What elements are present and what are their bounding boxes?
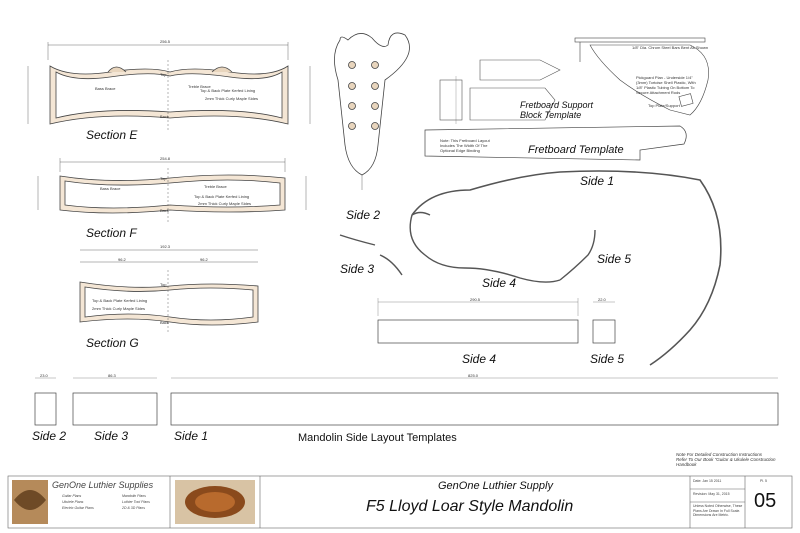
side-3-curve-label: Side 3 xyxy=(340,262,375,276)
side-curves-drawing xyxy=(339,170,722,366)
sheet-label: Pl. 5 xyxy=(760,479,768,483)
side-5-dim: 22.0 xyxy=(598,297,606,302)
pickguard-note-3: Top Plate/Support xyxy=(648,103,680,108)
section-g-width-dim: 192.3 xyxy=(160,244,171,249)
section-e-treble-brace: Treble Brace xyxy=(188,84,211,89)
side-2-curve-label: Side 2 xyxy=(346,208,381,222)
section-g-drawing xyxy=(79,249,259,332)
side-4-curve-label: Side 4 xyxy=(482,276,517,290)
side-1-rect-label: Side 1 xyxy=(174,429,209,443)
link-2d-3d-plans[interactable]: 2D & 3D Plans xyxy=(122,506,145,510)
side-3-dim: 86.3 xyxy=(108,373,116,378)
section-e-drawing xyxy=(27,42,311,130)
link-ukulele-plans[interactable]: Ukulele Plans xyxy=(62,500,84,504)
side-2-dim: 23.0 xyxy=(40,373,48,378)
section-e-bass-brace: Bass Brace xyxy=(95,86,116,91)
pickguard-drawing xyxy=(574,37,709,116)
section-f-width-dim: 254.8 xyxy=(160,156,171,161)
section-f-label: Section F xyxy=(86,226,137,240)
section-f-treble-brace: Treble Brace xyxy=(204,184,227,189)
section-g-label: Section G xyxy=(86,336,139,350)
pickguard-note-1: 1/8" Dia. Chrom Steel Bars Bent As Shown xyxy=(632,45,709,50)
brand-name: GenOne Luthier Supplies xyxy=(52,480,154,490)
fretboard-template-label: Fretboard Template xyxy=(528,144,624,156)
unit-note: Unless Noted Otherwise, These Plans Are … xyxy=(693,504,743,517)
side-1-dim: 825.0 xyxy=(468,373,479,378)
link-luthier-tool-plans[interactable]: Luthier Tool Plans xyxy=(122,500,150,504)
side-5-curve-label: Side 5 xyxy=(597,252,632,266)
plan-title: F5 Lloyd Loar Style Mandolin xyxy=(366,498,574,515)
side-3-rect-label: Side 3 xyxy=(94,429,129,443)
sheet-number: 05 xyxy=(754,490,777,512)
title-block-frame xyxy=(7,475,793,529)
side-1-curve-label: Side 1 xyxy=(580,174,615,188)
side-rectangles-upper xyxy=(377,298,616,344)
product-photo-left xyxy=(12,480,48,524)
section-e-lining-note: Top & Back Plate Kerfed Lining xyxy=(200,88,256,93)
fretboard-support-drawing xyxy=(439,59,561,124)
section-g-back-note: Back xyxy=(160,320,169,325)
side-4-dim: 290.5 xyxy=(470,297,481,302)
section-f-sides-note: 2mm Thick Curly Maple Sides xyxy=(198,201,252,206)
link-mandolin-plans[interactable]: Mandolin Plans xyxy=(122,494,146,498)
plan-date: Date: Jan 15 2011 xyxy=(693,479,722,483)
section-g-half-dim-2: 96.2 xyxy=(200,257,208,262)
side-4-rect-label: Side 4 xyxy=(462,352,497,366)
section-g-top-note: Top xyxy=(160,282,167,287)
section-e-sides-note: 2mm Thick Curly Maple Sides xyxy=(205,96,259,101)
section-g-lining-note: Top & Back Plate Kerfed Lining xyxy=(92,298,148,303)
section-e-back-note: Back xyxy=(160,114,169,119)
section-e-width-dim: 256.5 xyxy=(160,39,171,44)
side-2-rect-label: Side 2 xyxy=(32,429,67,443)
link-guitar-plans[interactable]: Guitar Plans xyxy=(62,494,82,498)
headstock-drawing xyxy=(334,32,410,190)
section-f-lining-note: Top & Back Plate Kerfed Lining xyxy=(194,194,250,199)
side-rectangles-lower xyxy=(34,377,779,426)
section-f-back-note: Back xyxy=(160,208,169,213)
construction-note: Note For Detailed Construction Instructi… xyxy=(676,452,776,467)
section-f-bass-brace: Bass Brace xyxy=(100,186,121,191)
fretboard-template-drawing xyxy=(424,125,687,161)
link-electric-guitar-plans[interactable]: Electric Guitar Plans xyxy=(62,506,94,510)
section-e-label: Section E xyxy=(86,128,138,142)
fretboard-note: Note: This Fretboard Layout Includes The… xyxy=(440,138,490,153)
product-photo-right xyxy=(175,480,255,524)
fretboard-support-label: Fretboard Support Block Template xyxy=(520,100,594,120)
layout-title: Mandolin Side Layout Templates xyxy=(298,432,457,444)
section-g-sides-note: 2mm Thick Curly Maple Sides xyxy=(92,306,146,311)
pickguard-note-2: Pickguard Plan - Underside 1/4" (3mm) To… xyxy=(636,75,696,95)
section-f-top-note: Top xyxy=(160,176,167,181)
section-f-drawing xyxy=(37,158,307,222)
section-e-top-note: Top xyxy=(160,72,167,77)
section-g-half-dim-1: 96.2 xyxy=(118,257,126,262)
plan-revision: Revision: May 31, 2015 xyxy=(693,492,730,496)
side-5-rect-label: Side 5 xyxy=(590,352,625,366)
company-name: GenOne Luthier Supply xyxy=(438,480,553,492)
